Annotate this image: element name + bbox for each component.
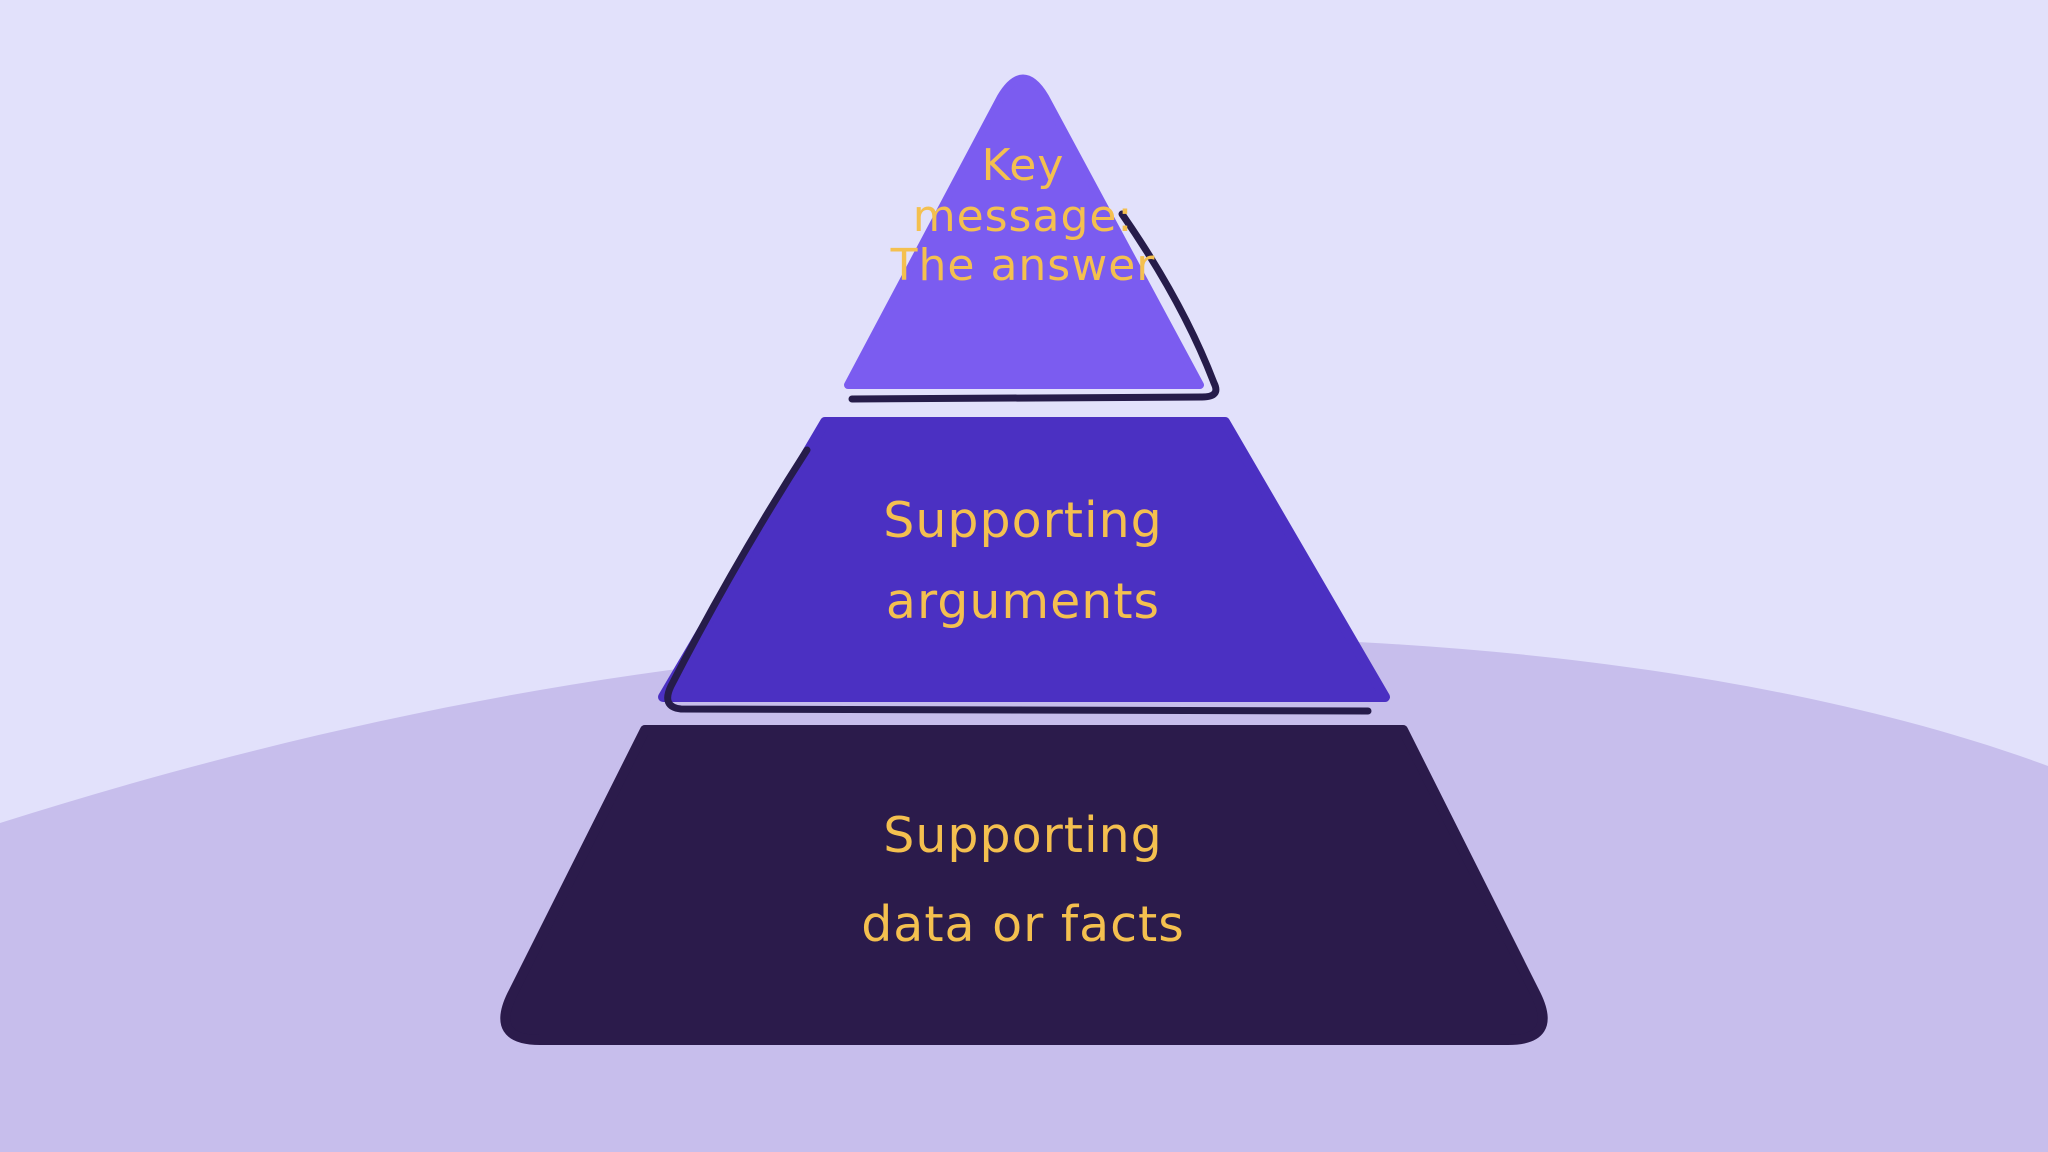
tier-supporting-data-label-line1: Supporting [883,807,1162,864]
tier-key-message-shape [844,74,1204,389]
tier-supporting-arguments-accent-line [664,446,1372,715]
tier-supporting-data-shape [500,725,1548,1045]
tier-key-message-label-line3: The answer [890,240,1156,291]
tier-supporting-arguments: Supporting arguments [658,417,1390,715]
tier-key-message-label-line2: message: [913,191,1134,242]
tier-key-message-label-line1: Key [982,140,1065,191]
tier-key-message-accent-line [848,210,1220,403]
tier-supporting-arguments-label-line2: arguments [886,573,1160,630]
tier-supporting-data-label-line2: data or facts [861,896,1185,953]
tier-supporting-arguments-label-line1: Supporting [883,492,1162,549]
tier-key-message: Key message: The answer [844,74,1220,403]
tier-supporting-data: Supporting data or facts [500,725,1548,1045]
